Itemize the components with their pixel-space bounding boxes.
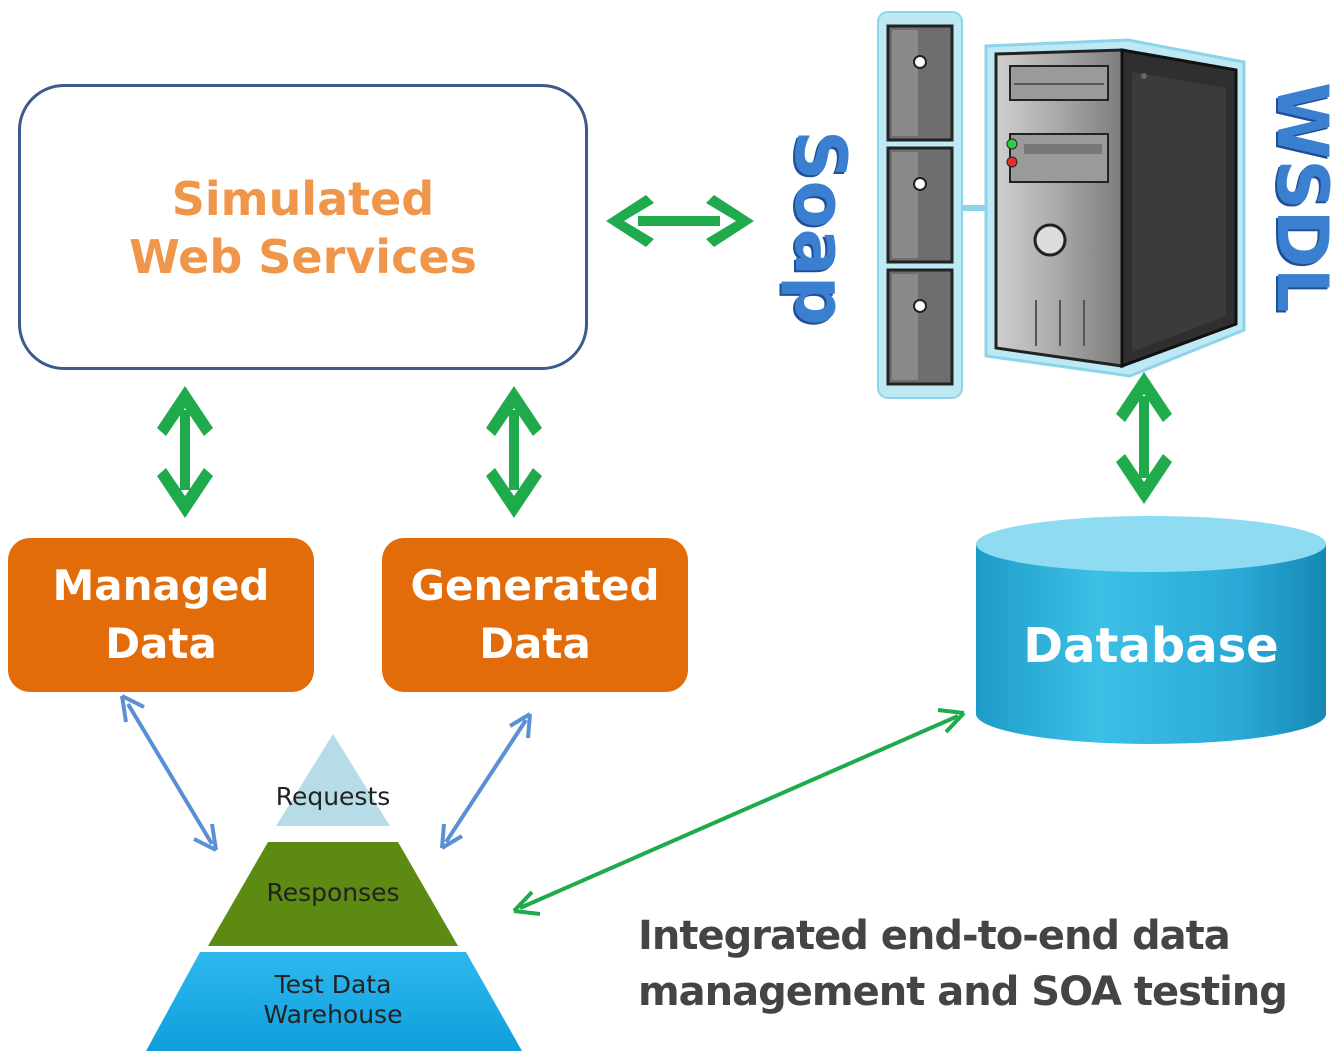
pyramid-warehouse-line2: Warehouse [263,1000,403,1029]
generated-data-box: Generated Data [382,538,688,692]
pyramid-responses-label: Responses [266,878,400,907]
managed-data-box: Managed Data [8,538,314,692]
managed-line1: Managed [52,561,270,610]
caption-line1: Integrated end-to-end data [638,913,1231,959]
pyramid-top [276,734,390,826]
database-cylinder [976,516,1326,744]
simulated-line1: Simulated [171,172,435,226]
simulated-line2: Web Services [129,230,477,284]
arrow-managed-pyramid [120,694,218,852]
server-rack-icon [877,11,990,399]
pyramid-requests-label: Requests [275,782,391,811]
wsdl-label: WSDL [1261,82,1336,313]
pyramid-middle [208,842,458,946]
arrow-sim-generated [486,386,542,518]
generated-line1: Generated [410,561,660,610]
arrow-generated-pyramid [440,712,532,850]
generated-line2: Data [479,619,591,668]
arrow-server-database [1116,372,1172,504]
pyramid [146,734,522,1051]
database-label: Database [1023,618,1279,674]
pyramid-warehouse-line1: Test Data [274,970,392,999]
arrow-pyramid-database [512,708,966,916]
pyramid-bottom [146,952,522,1051]
pyramid-warehouse-label: Test Data Warehouse [203,970,463,1030]
caption: Integrated end-to-end data management an… [638,908,1328,1020]
simulated-web-services-label: Simulated Web Services [18,170,588,286]
soap-label: Soap [779,130,861,326]
simulated-web-services-box [18,84,588,370]
managed-line2: Data [105,619,217,668]
caption-line2: management and SOA testing [638,969,1288,1015]
arrow-sim-soap [606,195,754,247]
tower-server-icon [984,38,1246,378]
arrow-sim-managed [157,386,213,518]
